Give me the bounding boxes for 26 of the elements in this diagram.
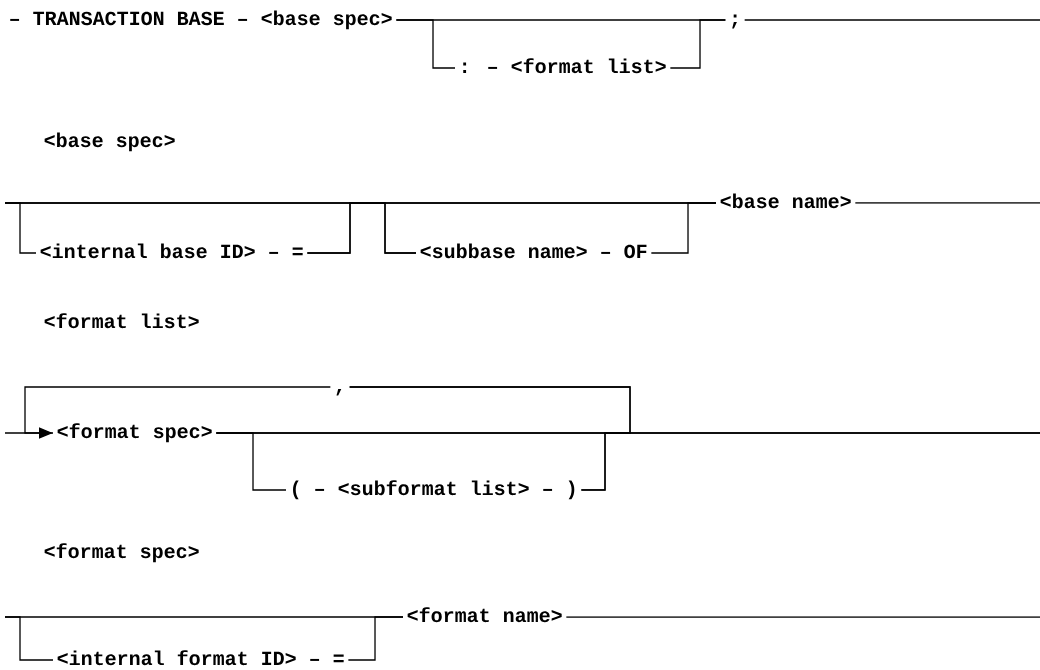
syntax-line [565, 616, 1040, 618]
syntax-term: ; [732, 14, 737, 29]
syntax-term: <format name> [407, 607, 562, 623]
syntax-line [4, 202, 417, 254]
syntax-term: <internal base ID> – = [40, 243, 303, 259]
syntax-term: <base name> [720, 193, 851, 209]
syntax-term: <internal format ID> – = [57, 650, 344, 666]
syntax-line [4, 616, 54, 661]
syntax-term: <format spec> [57, 423, 212, 443]
syntax-term: – TRANSACTION BASE – <base spec> [10, 10, 392, 30]
syntax-line [347, 616, 404, 661]
syntax-term: : – <format list> [463, 58, 666, 74]
syntax-heading: <format list> [44, 313, 199, 329]
syntax-heading: <format spec> [44, 543, 199, 563]
syntax-line [650, 202, 717, 254]
syntax-line [4, 432, 54, 434]
syntax-term: ( – <subformat list> – ) [293, 480, 575, 500]
syntax-line [349, 386, 631, 491]
syntax-line [395, 19, 456, 69]
syntax-heading: <base spec> [44, 132, 175, 152]
syntax-term: <subbase name> – OF [420, 243, 647, 259]
syntax-term: , [336, 389, 342, 396]
loop-arrow [24, 386, 331, 439]
syntax-line [744, 19, 1040, 21]
syntax-line [669, 19, 726, 69]
syntax-line [854, 202, 1040, 204]
